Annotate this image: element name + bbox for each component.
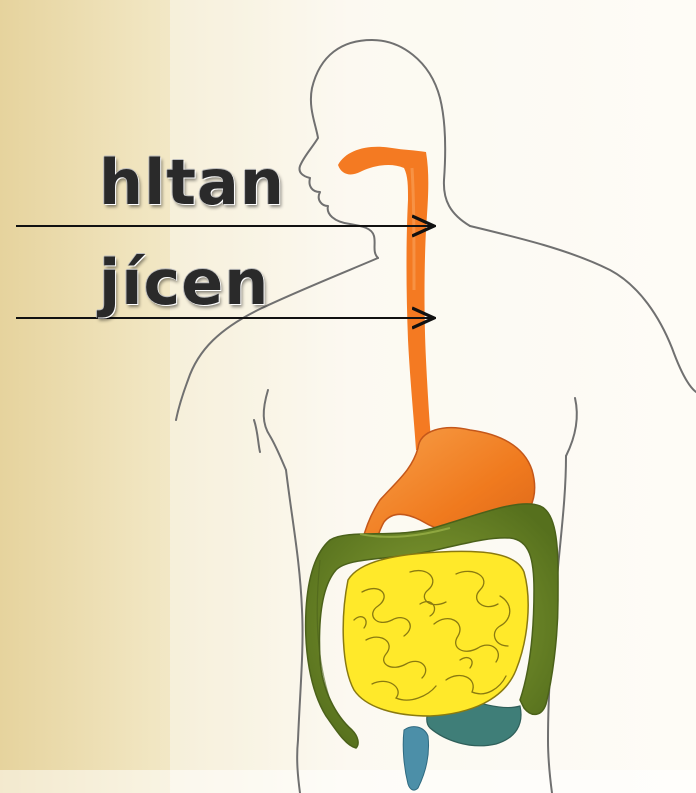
label-jicen: jícen bbox=[99, 252, 269, 314]
small-intestine bbox=[343, 551, 528, 716]
background-bottom-shadow bbox=[0, 770, 696, 793]
label-hltan: hltan bbox=[99, 152, 285, 214]
